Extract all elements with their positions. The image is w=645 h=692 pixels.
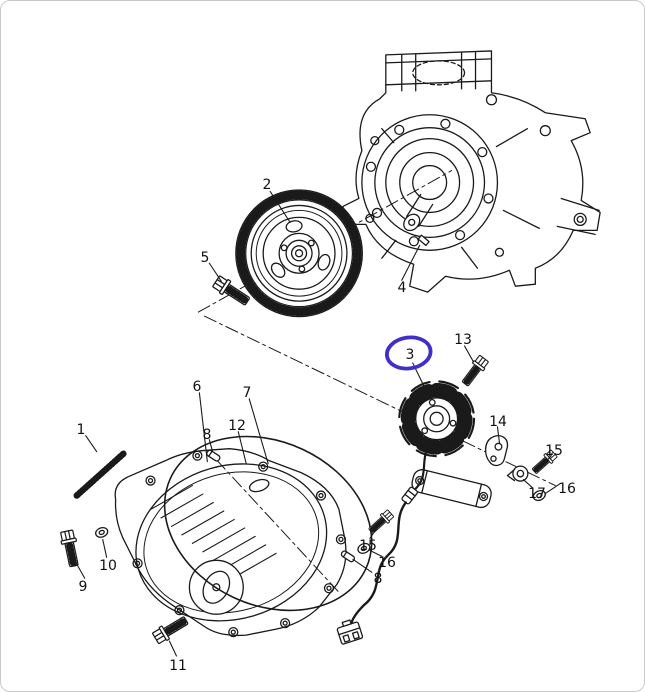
part-callout-3: 3 <box>405 347 415 363</box>
bolt-9 <box>59 530 81 568</box>
woodruff-key <box>417 234 430 247</box>
bolt-13 <box>460 354 490 388</box>
crankcase-cover-drawing <box>114 448 347 638</box>
part-callout-16-right: 16 <box>558 481 576 497</box>
cover-bolt-holes <box>132 450 347 638</box>
screw-15-middle <box>367 509 395 536</box>
bolt-11 <box>152 614 190 645</box>
part-callout-15-right: 15 <box>545 443 563 459</box>
part-callout-17: 17 <box>528 486 546 502</box>
part-callout-12: 12 <box>228 418 246 434</box>
line-art <box>59 50 601 657</box>
part-callout-8-top: 8 <box>202 427 212 443</box>
bracket-drawing <box>484 435 509 467</box>
stator-lead-wire <box>349 501 407 627</box>
washer-10 <box>93 525 110 540</box>
cooling-fins <box>149 485 277 578</box>
part-callout-4: 4 <box>397 280 407 296</box>
flywheel-rotor-drawing <box>235 189 363 318</box>
clamp-drawing <box>506 465 529 482</box>
part-callout-6: 6 <box>192 379 202 395</box>
wire-connector <box>336 619 364 645</box>
gasket-drawing <box>163 435 373 612</box>
part-callout-13: 13 <box>454 332 472 348</box>
threaded-stud-1 <box>73 449 128 499</box>
part-callout-11: 11 <box>169 658 187 674</box>
part-callout-7: 7 <box>242 385 252 401</box>
part-callout-16-middle: 16 <box>378 555 396 571</box>
crankcase-drawing <box>342 50 601 293</box>
part-callout-15-middle: 15 <box>359 538 377 554</box>
leader-lines <box>71 190 561 657</box>
part-callout-1: 1 <box>76 422 86 438</box>
highlight-circle-part-3 <box>385 335 433 371</box>
stator-lead-wire <box>412 444 430 492</box>
part-callout-14: 14 <box>489 414 507 430</box>
part-callout-8-bottom: 8 <box>373 571 383 587</box>
part-callout-2: 2 <box>262 177 272 193</box>
stator-drawing <box>336 380 492 645</box>
stator-base-plate <box>411 469 492 509</box>
part-callout-5: 5 <box>200 250 210 266</box>
part-callout-10: 10 <box>99 558 117 574</box>
part-callout-9: 9 <box>78 579 88 595</box>
